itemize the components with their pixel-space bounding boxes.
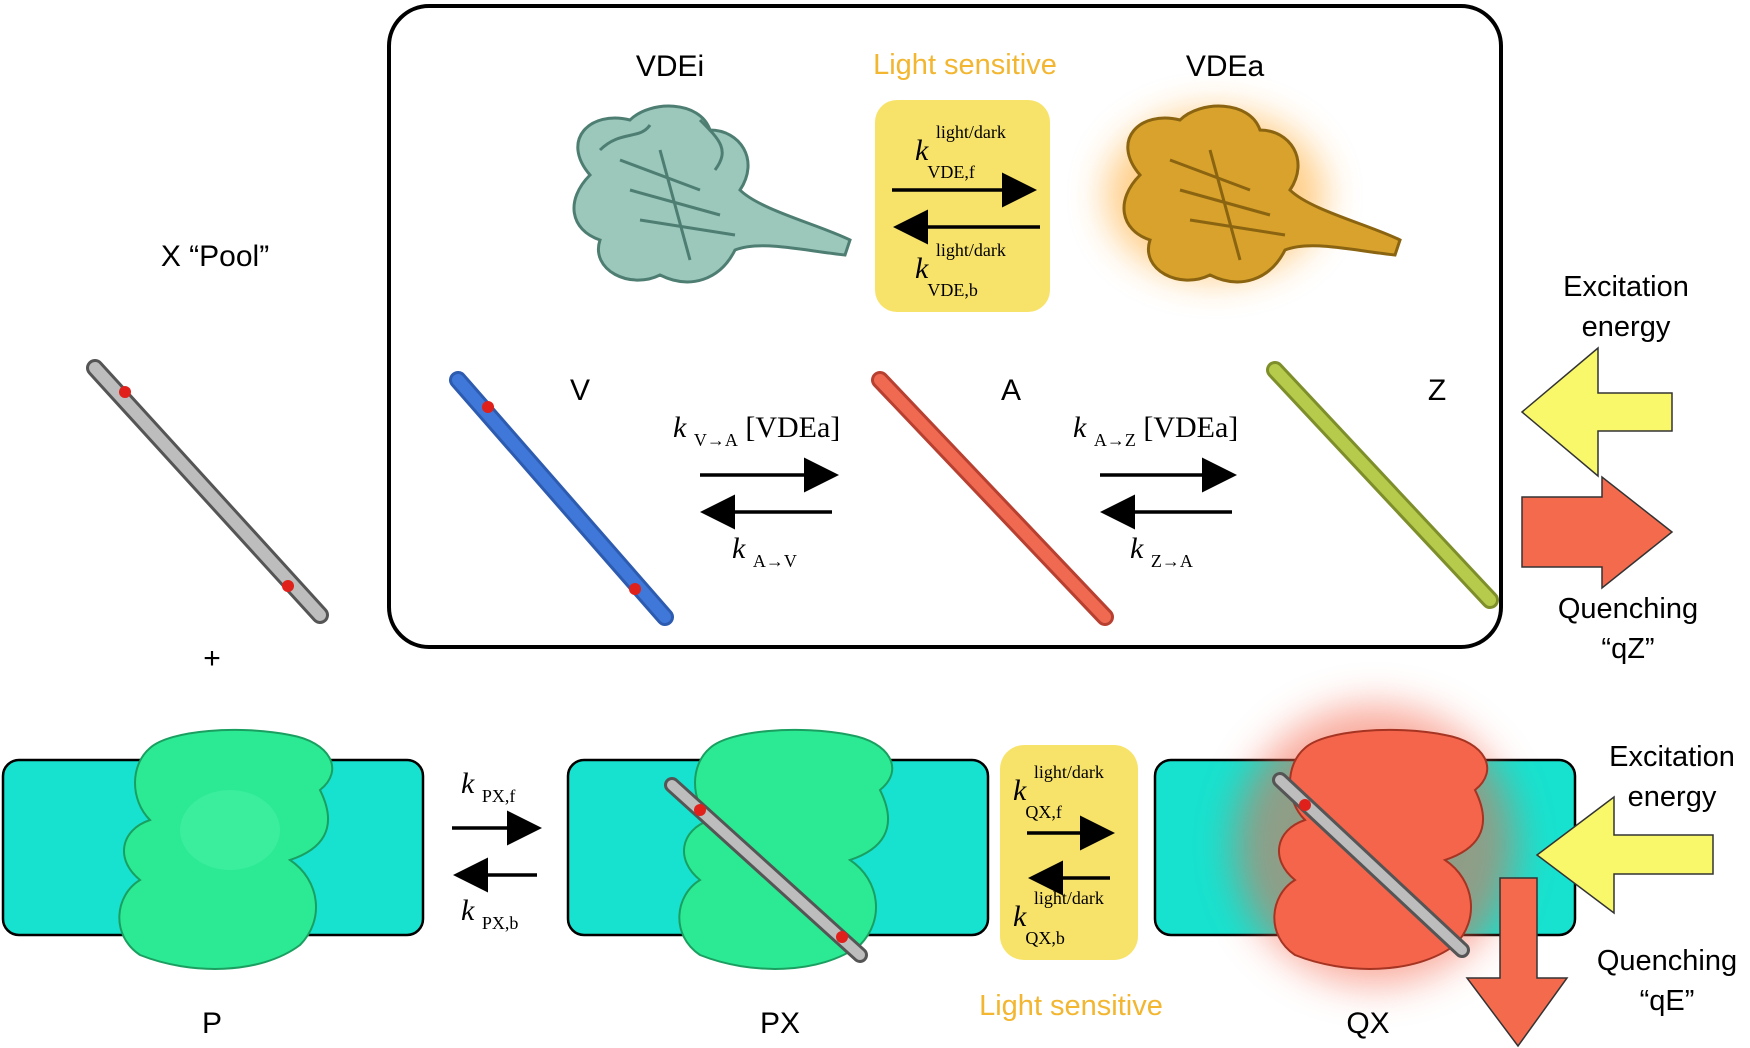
pool-molecule <box>86 359 329 624</box>
vde-light-box <box>875 100 1050 312</box>
vde-cycle-panel <box>387 4 1503 649</box>
px-label: PX <box>760 1007 800 1040</box>
zeaxanthin-molecule <box>1266 361 1499 609</box>
kqx-b-label: k light/dark QX,b <box>1013 878 1111 948</box>
excitation-label-top-line1: Excitation <box>1563 271 1689 303</box>
vdei-protein <box>572 104 852 284</box>
excitation-label-bottom-line2: energy <box>1628 781 1717 813</box>
qx-label: QX <box>1346 1007 1389 1040</box>
light-sensitive-label-top: Light sensitive <box>873 49 1057 81</box>
quenching-label-top-line2: “qZ” <box>1601 633 1654 665</box>
p-label: P <box>202 1007 222 1040</box>
protein-qx <box>1235 705 1515 985</box>
quenching-label-top-line1: Quenching <box>1558 593 1698 625</box>
v-label: V <box>570 374 590 407</box>
excitation-label-top-line2: energy <box>1582 311 1671 343</box>
plus-sign: + <box>203 642 221 675</box>
k-a-v-label: k A→V <box>732 532 797 571</box>
a-label: A <box>1001 374 1021 407</box>
z-label: Z <box>1428 374 1446 407</box>
vdei-label: VDEi <box>636 50 704 83</box>
kqx-f-label: k light/dark QX,f <box>1013 752 1111 822</box>
kvde-b-label: k light/dark VDE,b <box>915 230 1013 300</box>
k-z-a-label: k Z→A <box>1130 532 1193 571</box>
vdea-protein <box>1105 104 1402 284</box>
protein-px <box>664 728 894 970</box>
kvde-f-label: k light/dark VDE,f <box>915 112 1013 182</box>
protein-p <box>118 728 334 970</box>
violaxanthin-molecule <box>449 371 674 626</box>
pool-label: X “Pool” <box>161 240 269 273</box>
vdea-label: VDEa <box>1186 50 1265 83</box>
quenching-label-bottom-line2: “qE” <box>1640 985 1695 1017</box>
antheraxanthin-molecule <box>871 371 1114 626</box>
k-a-z-label: k A→Z [VDEa] <box>1073 411 1238 453</box>
quenching-label-bottom-line1: Quenching <box>1597 945 1737 977</box>
light-sensitive-label-bottom: Light sensitive <box>979 990 1163 1022</box>
excitation-arrow-top <box>1520 346 1673 478</box>
kpx-f-label: k PX,f <box>461 767 515 806</box>
k-v-a-label: k V→A [VDEa] <box>673 411 840 453</box>
quenching-arrow-top <box>1521 475 1674 590</box>
qx-light-box <box>1000 745 1138 960</box>
kpx-b-label: k PX,b <box>461 894 518 933</box>
excitation-label-bottom-line1: Excitation <box>1609 741 1735 773</box>
excitation-arrow-bottom <box>1535 795 1714 915</box>
quenching-arrow-bottom <box>1465 877 1569 1048</box>
